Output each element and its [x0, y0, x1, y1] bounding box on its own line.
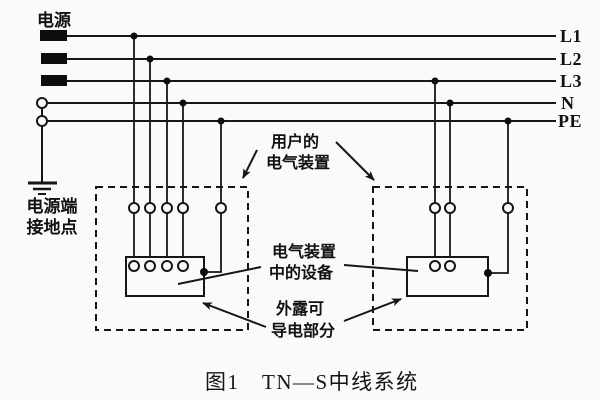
annotation-user-installation: 用户的 电气装置	[242, 132, 375, 181]
terminal-circle-left-1	[128, 202, 140, 214]
conductor-label-L1: L1	[560, 26, 582, 46]
device-right	[406, 256, 492, 297]
annotation-equipment-line2: 中的设备	[269, 263, 334, 282]
leader-arrow-exposed-left	[202, 302, 267, 328]
terminal-circle-N-source	[36, 97, 48, 109]
device-terminal-left-2	[144, 260, 156, 272]
ground-symbol	[28, 181, 57, 195]
conductor-labels: L1 L2 L3 N PE	[558, 26, 582, 131]
junction-dot-N-left	[179, 99, 187, 107]
figure-caption-title: TN—S中线系统	[262, 370, 419, 394]
figure-caption-number: 图1	[205, 370, 240, 394]
junction-dot-L3-right	[431, 77, 439, 85]
annotation-user-installation-line1: 用户的	[271, 132, 319, 151]
leader-line-equipment-right	[343, 264, 419, 272]
bus-lines	[47, 35, 556, 122]
power-source-label: 电源	[37, 10, 71, 30]
terminal-circle-PE-source	[36, 115, 48, 127]
device-terminal-right-1	[429, 260, 441, 272]
device-left	[125, 256, 208, 297]
device-terminal-left-4	[177, 260, 189, 272]
ground-point-label-line2: 接地点	[27, 217, 78, 237]
leader-arrow-user-right	[335, 141, 375, 181]
leader-arrow-user-left	[242, 149, 258, 179]
device-terminal-left-3	[161, 260, 173, 272]
terminal-circle-right-2	[444, 202, 456, 214]
left-drop-wires	[128, 32, 227, 273]
annotation-exposed-line2: 导电部分	[271, 321, 335, 340]
annotation-user-installation-line2: 电气装置	[266, 153, 330, 172]
power-source: 电源	[37, 10, 71, 86]
junction-dot-L2-left	[146, 55, 154, 63]
conductor-label-L3: L3	[560, 71, 582, 91]
terminal-circle-left-3	[161, 202, 173, 214]
junction-dot-N-right	[446, 99, 454, 107]
annotation-exposed-line1: 外露可	[275, 299, 324, 318]
terminal-circle-right-1	[429, 202, 441, 214]
annotation-exposed-conductive: 外露可 导电部分	[202, 298, 402, 340]
junction-dot-PE-right	[504, 117, 512, 125]
device-terminal-left-1	[128, 260, 140, 272]
ground-point-label-line1: 电源端	[27, 196, 78, 216]
conductor-label-N: N	[561, 93, 575, 113]
right-drop-wires	[429, 77, 514, 274]
device-terminal-right-2	[444, 260, 456, 272]
junction-dot-L1-left	[130, 32, 138, 40]
drop-wire-PE-right-lower	[489, 213, 509, 274]
installation-boundary-left	[95, 186, 249, 331]
source-earthing: 电源端 接地点	[27, 97, 78, 237]
terminal-circle-left-4	[177, 202, 189, 214]
annotation-equipment: 电气装置 中的设备	[177, 242, 419, 285]
power-source-block-1	[40, 30, 67, 41]
junction-dot-PE-left	[217, 117, 225, 125]
pe-bond-dot-left	[200, 268, 208, 276]
junction-dot-L3-left	[163, 77, 171, 85]
figure-caption: 图1 TN—S中线系统	[205, 370, 419, 394]
conductor-label-PE: PE	[558, 111, 582, 131]
terminal-circle-right-3	[502, 202, 514, 214]
power-source-block-2	[41, 53, 67, 64]
power-source-block-3	[41, 75, 67, 86]
leader-arrow-exposed-right	[343, 298, 402, 322]
terminal-circle-left-2	[144, 202, 156, 214]
annotation-equipment-line1: 电气装置	[272, 242, 336, 261]
drop-wire-PE-left-lower	[205, 213, 222, 273]
conductor-label-L2: L2	[560, 49, 582, 69]
leader-line-equipment-left	[177, 266, 262, 285]
terminal-circle-left-5	[215, 202, 227, 214]
pe-bond-dot-right	[484, 269, 492, 277]
